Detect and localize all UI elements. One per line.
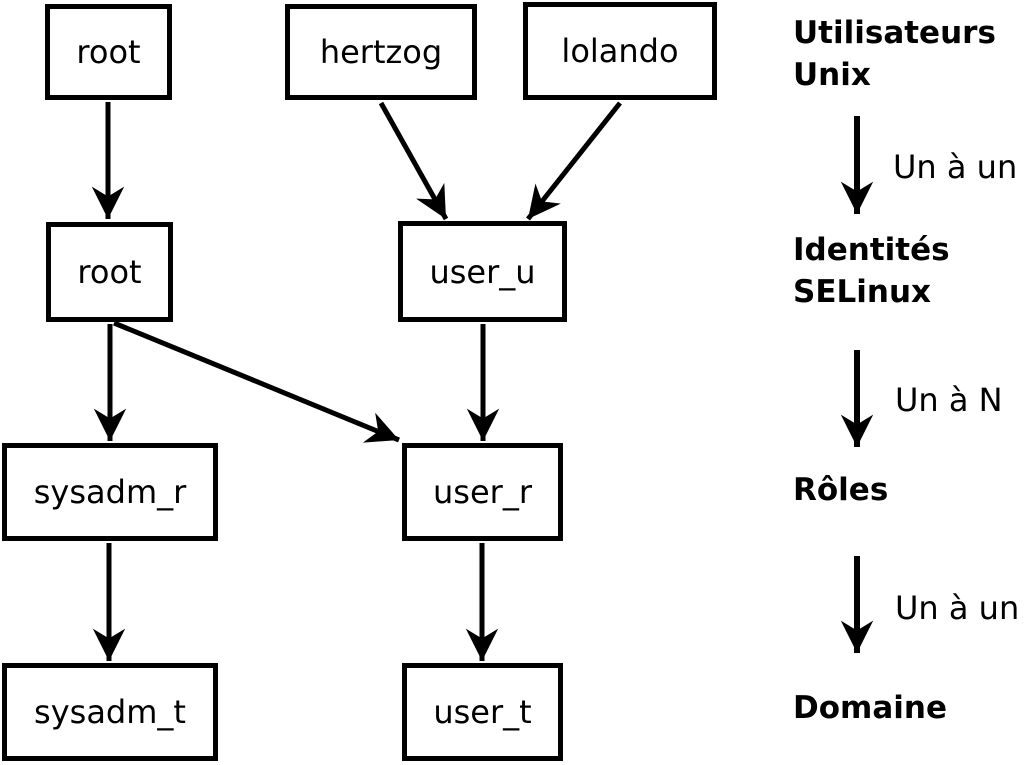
node-user-u-label: user_u: [429, 252, 536, 291]
node-root-selinux: root: [46, 222, 173, 322]
node-user-t-label: user_t: [433, 693, 532, 731]
edge-hertzog-to-useru: [378, 101, 449, 221]
legend-title-line: Unix: [793, 57, 871, 93]
legend-relation-un-a-n: Un à N: [895, 381, 1003, 419]
node-sysadm-r: sysadm_r: [2, 443, 218, 541]
node-root-unix-label: root: [76, 33, 141, 71]
legend-title-line: Domaine: [793, 690, 947, 726]
legend-title-roles: Rôles: [793, 469, 888, 511]
legend-title-identites-selinux: Identités SELinux: [793, 229, 950, 313]
node-sysadm-r-label: sysadm_r: [33, 473, 187, 511]
legend-title-line: SELinux: [793, 274, 932, 310]
node-root-unix: root: [45, 4, 172, 100]
node-hertzog-label: hertzog: [319, 33, 443, 71]
node-lolando-label: lolando: [561, 32, 679, 70]
node-sysadm-t-label: sysadm_t: [34, 693, 186, 731]
legend-title-utilisateurs-unix: Utilisateurs Unix: [793, 12, 996, 96]
legend-relation-un-a-un-1: Un à un: [893, 148, 1018, 186]
node-user-u: user_u: [398, 221, 567, 322]
node-sysadm-t: sysadm_t: [2, 663, 218, 761]
legend-relation-un-a-un-2: Un à un: [895, 589, 1020, 627]
legend-title-line: Identités: [793, 232, 950, 268]
legend-title-line: Utilisateurs: [793, 15, 996, 51]
node-root-selinux-label: root: [77, 253, 142, 291]
node-hertzog: hertzog: [285, 4, 477, 100]
node-lolando: lolando: [523, 2, 717, 100]
node-user-r: user_r: [402, 443, 563, 541]
legend-title-domaine: Domaine: [793, 687, 947, 729]
edge-lolando-to-useru: [526, 101, 622, 221]
edge-rootselinux-to-userr: [113, 320, 400, 443]
legend-title-line: Rôles: [793, 472, 889, 508]
node-user-t: user_t: [402, 663, 563, 761]
node-user-r-label: user_r: [433, 473, 532, 511]
